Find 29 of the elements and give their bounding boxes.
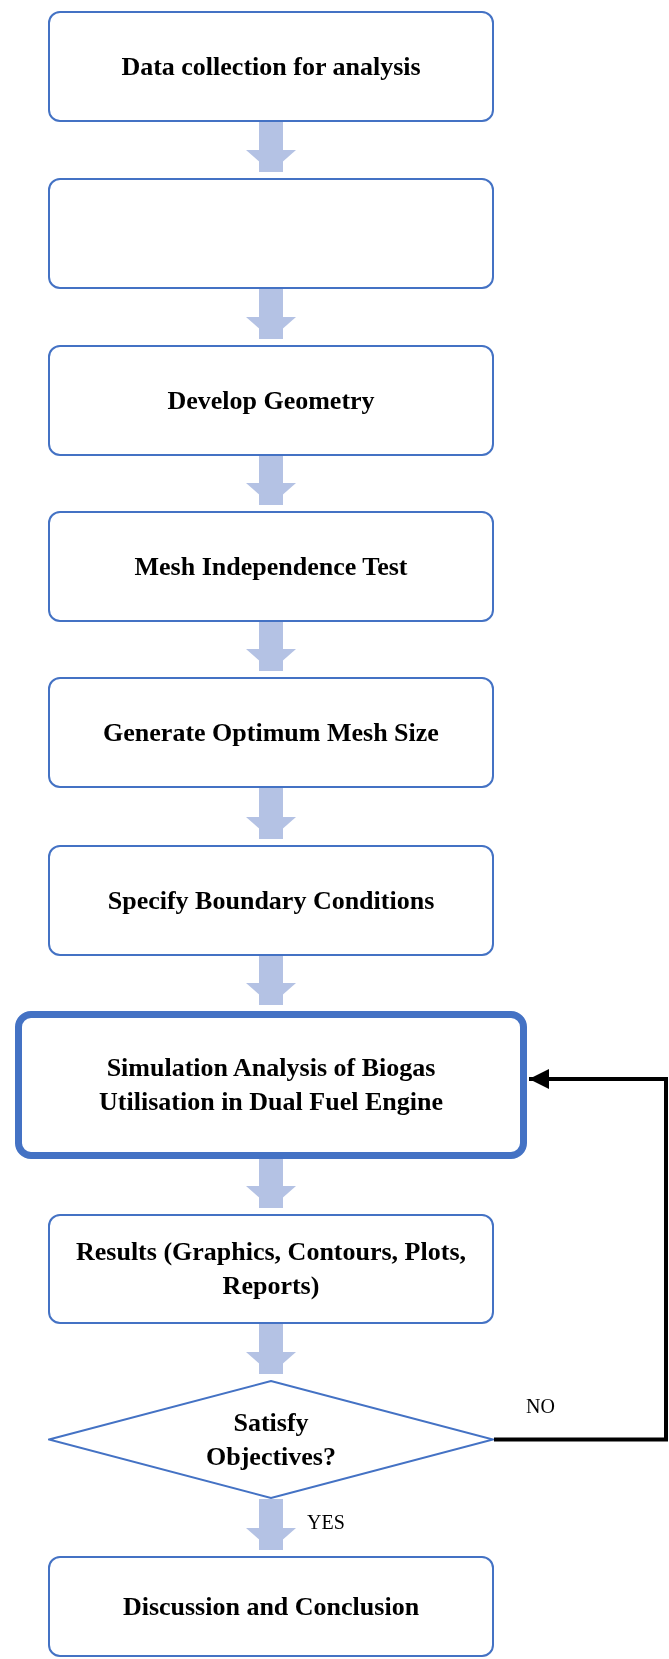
box-label: Specify Boundary Conditions (106, 884, 436, 917)
box-label: Satisfy Objectives? (205, 1406, 337, 1473)
block-arrow (246, 1159, 296, 1208)
process-box (48, 845, 494, 956)
block-arrow (246, 788, 296, 839)
process-box (48, 345, 494, 456)
box-label: Results (Graphics, Contours, Plots, Reports) (75, 1236, 467, 1302)
block-arrow (246, 622, 296, 671)
block-arrow (246, 289, 296, 339)
box-label: Develop Geometry (166, 384, 376, 417)
process-box (48, 178, 494, 289)
process-box (48, 1214, 494, 1324)
block-arrow (246, 1324, 296, 1374)
loop-arrow (494, 1069, 668, 1442)
decision-diamond (48, 1380, 494, 1499)
process-box (48, 677, 494, 788)
process-box (48, 1556, 494, 1657)
box-label: Data collection for analysis (120, 50, 422, 83)
box-label: Simulation Analysis of Biogas Utilisation in Dual Fuel Engine (98, 1052, 444, 1118)
block-arrow (246, 956, 296, 1005)
process-box (15, 1011, 527, 1159)
block-arrow (246, 122, 296, 172)
block-arrow (246, 456, 296, 505)
box-label: Generate Optimum Mesh Size (102, 716, 440, 749)
box-label: Discussion and Conclusion (121, 1590, 421, 1623)
process-box (48, 511, 494, 622)
box-label: Mesh Independence Test (133, 550, 409, 583)
process-box (48, 11, 494, 122)
block-arrow (246, 1499, 296, 1550)
